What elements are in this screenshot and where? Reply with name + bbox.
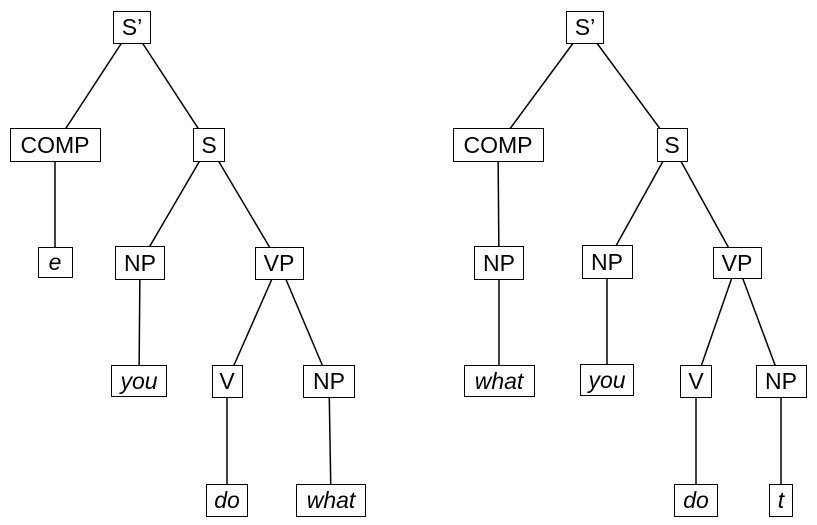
left-tree-node-s: S (193, 128, 225, 162)
left-tree-edge-s-np1 (139, 144, 210, 264)
right-tree-node-vp: VP (712, 247, 762, 279)
right-tree-edge-s-np2 (606, 144, 673, 263)
right-tree-node-s: S (656, 128, 688, 162)
left-tree-edge-sbar-s (131, 26, 210, 146)
left-tree-node-np1: NP (115, 246, 165, 280)
left-tree-edge-np2-what (328, 380, 332, 501)
right-tree-edge-vp-v (695, 262, 738, 382)
left-tree-edge-sbar-comp (54, 26, 133, 146)
left-tree-edge-s-vp (208, 144, 280, 264)
left-tree-edge-vp-v (226, 262, 280, 382)
left-tree-node-you: you (111, 365, 167, 397)
left-tree-edge-vp-np2 (278, 262, 330, 382)
right-tree-node-np2: NP (581, 245, 633, 279)
right-tree-edge-comp-np1 (497, 144, 500, 264)
left-tree-node-sbar: S’ (113, 10, 151, 44)
left-tree-node-vp: VP (254, 246, 304, 280)
right-tree-edge-sbar-comp (497, 26, 586, 146)
left-tree-node-v: V (211, 364, 243, 398)
left-tree-node-do: do (206, 483, 248, 517)
right-tree-node-you: you (580, 364, 634, 396)
right-tree-node-np3: NP (755, 364, 807, 398)
left-tree-edge-np1-you (138, 262, 141, 382)
right-tree-node-sbar: S’ (566, 10, 604, 44)
left-tree-node-comp: COMP (9, 128, 101, 162)
right-tree-edge-s-vp (671, 144, 738, 264)
right-tree-edge-vp-np3 (736, 262, 782, 382)
right-tree-edge-sbar-s (584, 26, 673, 146)
right-tree-node-comp: COMP (452, 128, 544, 162)
right-tree-node-np1: NP (474, 246, 524, 280)
right-tree-node-t: t (769, 483, 793, 517)
left-tree-node-np2: NP (303, 364, 355, 398)
right-tree-node-do: do (674, 483, 718, 517)
right-tree-node-v: V (680, 364, 712, 398)
right-tree-node-what: what (463, 365, 535, 397)
left-tree-node-what: what (296, 483, 366, 517)
left-tree-node-e: e (37, 246, 73, 278)
